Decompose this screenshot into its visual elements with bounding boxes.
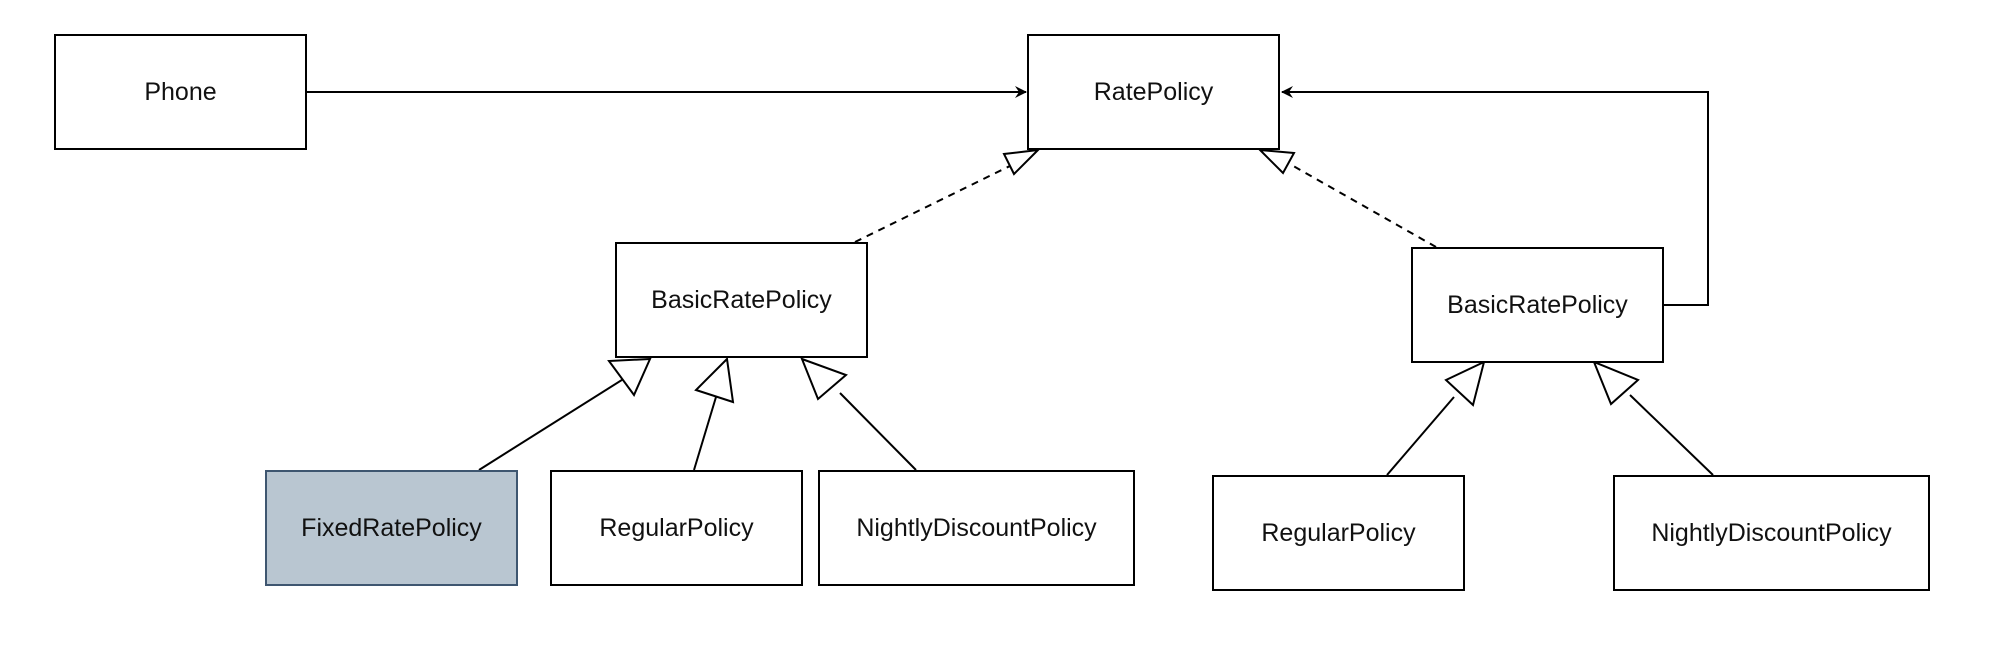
edge-nightly-left-to-basic-left [839,392,917,471]
edge-regular-left-to-basic-left [693,396,717,471]
basicratepolicy-left-label: BasicRatePolicy [651,285,832,314]
edge-basic-right-to-ratepolicy-association [1281,86,1709,306]
edge-nightly-right-to-basic-right [1629,394,1714,476]
ratepolicy-label: RatePolicy [1093,77,1214,106]
nightlydiscountpolicy-right-label: NightlyDiscountPolicy [1651,518,1892,547]
fixedratepolicy-label: FixedRatePolicy [301,513,482,542]
basicratepolicy-right-label: BasicRatePolicy [1447,290,1628,319]
edge-regular-right-to-basic-right [1386,396,1455,476]
phone-class[interactable]: Phone [54,34,307,150]
phone-label: Phone [144,77,217,106]
generalization-arrowhead-regular-left [694,356,735,404]
regularpolicy-left-label: RegularPolicy [599,513,754,542]
edge-basic-left-realizes-ratepolicy [854,161,1019,243]
edge-basic-right-realizes-ratepolicy [1287,162,1437,248]
basicratepolicy-left-class[interactable]: BasicRatePolicy [615,242,868,358]
nightlydiscountpolicy-right-class[interactable]: NightlyDiscountPolicy [1613,475,1930,591]
nightlydiscountpolicy-left-class[interactable]: NightlyDiscountPolicy [818,470,1135,586]
edge-fixedrate-to-basic-left [478,377,626,471]
nightlydiscountpolicy-left-label: NightlyDiscountPolicy [856,513,1097,542]
regularpolicy-right-label: RegularPolicy [1261,518,1416,547]
regularpolicy-left-class[interactable]: RegularPolicy [550,470,803,586]
generalization-arrowhead-nightly-right [1592,360,1640,406]
generalization-arrowhead-fixedrate [607,357,652,397]
realization-arrowhead-left [1002,148,1041,176]
generalization-arrowhead-regular-right [1444,360,1486,407]
realization-arrowhead-right [1257,148,1296,175]
ratepolicy-class[interactable]: RatePolicy [1027,34,1280,150]
basicratepolicy-right-class[interactable]: BasicRatePolicy [1411,247,1664,363]
generalization-arrowhead-nightly-left [800,357,848,401]
fixedratepolicy-class[interactable]: FixedRatePolicy [265,470,518,586]
regularpolicy-right-class[interactable]: RegularPolicy [1212,475,1465,591]
